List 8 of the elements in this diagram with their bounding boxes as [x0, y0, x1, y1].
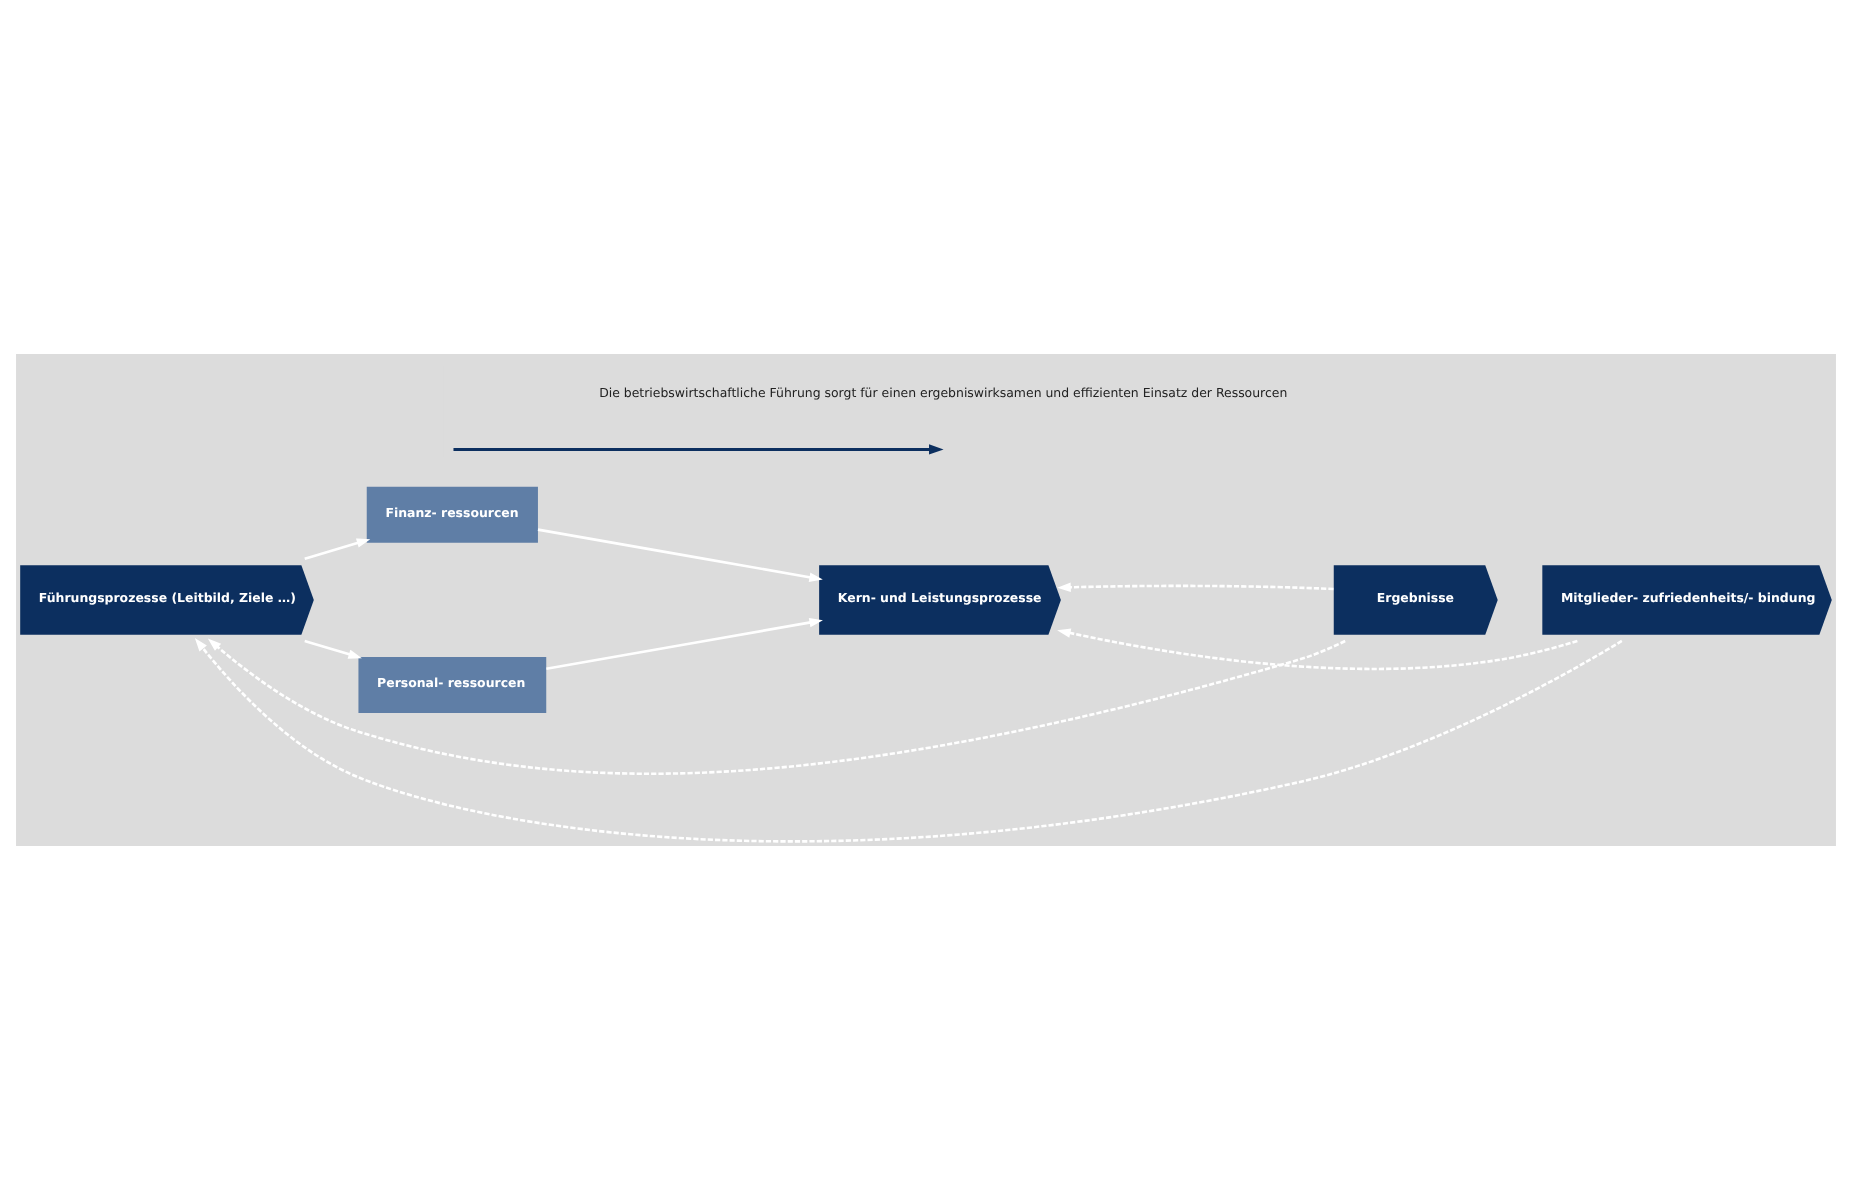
arrow — [546, 617, 823, 670]
arrow — [1057, 628, 1578, 671]
arrow — [304, 538, 371, 561]
arrow — [304, 639, 362, 659]
arrow — [194, 637, 1623, 843]
arrow — [537, 528, 823, 582]
arrow — [207, 638, 1346, 775]
arrow — [1057, 582, 1334, 592]
